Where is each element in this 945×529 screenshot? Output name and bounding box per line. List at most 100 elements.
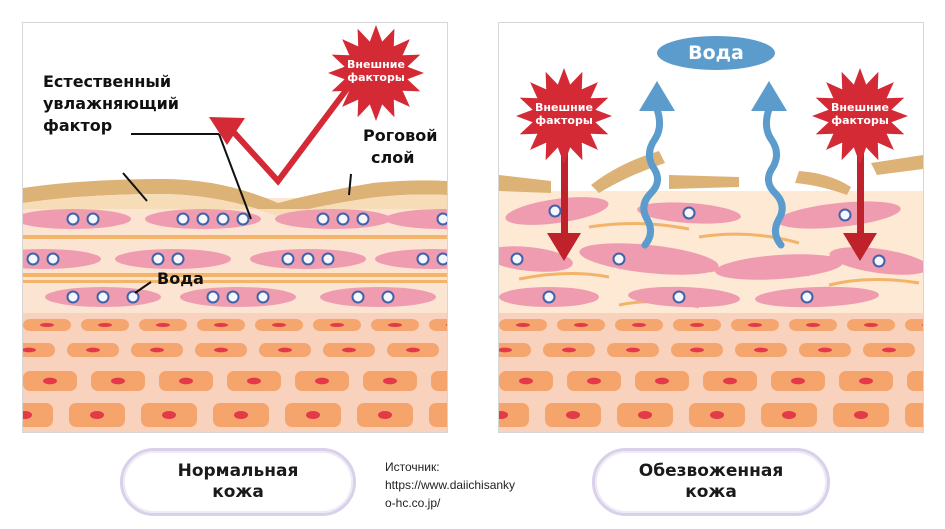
cell-nucleus <box>882 347 896 353</box>
cell-nucleus <box>562 347 576 353</box>
cell-nucleus <box>519 377 533 385</box>
water-arrow-head <box>751 81 787 111</box>
epidermis-cell <box>905 319 923 331</box>
external-factors-line1: Внешние <box>347 58 405 71</box>
normal-skin-panel: Внешние факторы Естественный увлажняющий… <box>22 22 448 433</box>
water-molecule <box>436 212 447 226</box>
stratum-flake <box>795 171 851 195</box>
cell-nucleus <box>156 323 170 327</box>
cell-nucleus <box>330 323 344 327</box>
cell-nucleus <box>655 377 669 385</box>
cell-nucleus <box>43 377 57 385</box>
cell-nucleus <box>723 377 737 385</box>
external-factors-left-line1: Внешние <box>535 101 593 114</box>
external-factors-badge: Внешние факторы <box>335 58 417 88</box>
corneocyte-cell <box>275 209 391 229</box>
normal-caption-line2: кожа <box>212 482 264 502</box>
cell-nucleus <box>859 377 873 385</box>
cell-nucleus <box>388 323 402 327</box>
external-factors-badge-left: Внешние факторы <box>523 101 605 131</box>
cell-nucleus <box>638 411 652 419</box>
water-molecule <box>66 212 80 226</box>
cell-nucleus <box>574 323 588 327</box>
cell-nucleus <box>306 411 320 419</box>
cell-nucleus <box>754 347 768 353</box>
cell-nucleus <box>278 347 292 353</box>
water-molecule <box>381 290 395 304</box>
water-molecule <box>96 290 110 304</box>
water-molecule <box>436 252 447 266</box>
external-factors-badge-right: Внешние факторы <box>819 101 901 131</box>
cell-nucleus <box>406 347 420 353</box>
water-molecule <box>838 208 852 222</box>
water-molecule <box>256 290 270 304</box>
water-molecule <box>126 290 140 304</box>
dehydrated-skin-illustration <box>499 23 923 432</box>
water-molecule <box>66 290 80 304</box>
water-molecule <box>226 290 240 304</box>
cell-nucleus <box>516 323 530 327</box>
stratum-leader-line <box>122 172 148 202</box>
nmf-label-line2: увлажняющий <box>43 94 179 113</box>
cell-nucleus <box>632 323 646 327</box>
cell-nucleus <box>854 411 868 419</box>
cell-nucleus <box>690 347 704 353</box>
cell-nucleus <box>23 411 32 419</box>
lipid-squiggle <box>698 232 800 245</box>
water-molecule <box>46 252 60 266</box>
water-molecule <box>336 212 350 226</box>
stratum-light <box>23 194 447 216</box>
water-molecule <box>281 252 295 266</box>
cell-nucleus <box>626 347 640 353</box>
stratum-corneum <box>23 179 447 216</box>
cell-nucleus <box>446 323 447 327</box>
epidermis-cell <box>499 403 529 427</box>
cell-nucleus <box>587 377 601 385</box>
arrow-head <box>209 117 245 145</box>
corneocyte-cell <box>715 254 843 280</box>
cell-nucleus <box>690 323 704 327</box>
water-molecule <box>351 290 365 304</box>
water-molecule <box>86 212 100 226</box>
stratum-flake <box>871 155 923 175</box>
water-molecule <box>321 252 335 266</box>
water-evaporation-badge <box>657 36 775 70</box>
epidermis-cell <box>431 371 447 391</box>
water-molecule <box>542 290 556 304</box>
cell-nucleus <box>818 347 832 353</box>
external-factors-right-line2: факторы <box>831 114 889 127</box>
dehydrated-skin-panel: Вода Внешние факторы Внешние факторы <box>498 22 924 433</box>
nmf-label-line1: Естественный <box>43 72 172 91</box>
normal-skin-caption: Нормальная кожа <box>120 448 356 516</box>
lipid-line <box>23 235 447 239</box>
water-molecule <box>672 290 686 304</box>
stratum-leader-line <box>348 173 352 196</box>
epidermis-cell <box>905 403 923 427</box>
lipid-squiggle <box>828 277 920 287</box>
water-molecule <box>196 212 210 226</box>
water-molecule <box>872 254 886 268</box>
dehydrated-skin-caption: Обезвоженная кожа <box>592 448 830 516</box>
cell-nucleus <box>791 377 805 385</box>
nmf-label-line3: фактор <box>43 116 113 135</box>
external-factors-burst <box>516 68 612 164</box>
cell-nucleus <box>315 377 329 385</box>
water-molecule <box>612 252 626 266</box>
external-factor-penetration-arrow <box>857 127 864 235</box>
external-factors-left-line2: факторы <box>535 114 593 127</box>
source-label: Источник: <box>385 460 440 474</box>
cell-nucleus <box>710 411 724 419</box>
epidermis-cell <box>429 403 447 427</box>
water-molecule <box>548 204 562 218</box>
cell-nucleus <box>378 411 392 419</box>
cell-nucleus <box>234 411 248 419</box>
lipid-squiggle <box>588 221 690 231</box>
water-molecule <box>301 252 315 266</box>
water-molecule <box>510 252 524 266</box>
epidermis-cell <box>499 343 531 357</box>
corneocyte-cell <box>385 209 447 229</box>
cell-nucleus <box>247 377 261 385</box>
water-evaporation-label: Вода <box>688 42 744 64</box>
stratum-flake <box>499 175 551 193</box>
source-url-line1: https://www.daiichisanky <box>385 478 516 492</box>
